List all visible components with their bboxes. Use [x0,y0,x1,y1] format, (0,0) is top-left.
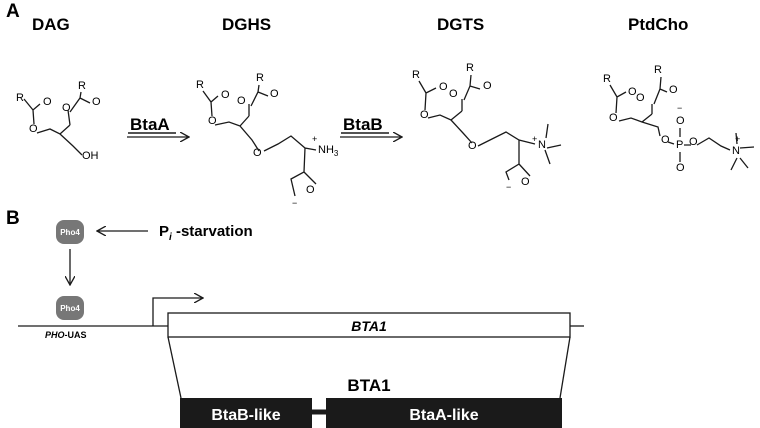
bta1-protein-label: BTA1 [347,376,390,395]
dgts-o3: O [420,109,429,121]
dghs-plus: + [312,134,317,144]
ptdcho-structure: R R O O O O O O O − O P + N [603,64,755,174]
dghs-o6: O [306,184,315,196]
ptdcho-r2: R [654,64,662,76]
dghs-o2: O [270,88,279,100]
ptdcho-p: P [676,139,683,151]
ptdcho-minus: − [677,103,682,113]
btaa-like-domain [326,398,562,428]
dgts-o1: O [439,81,448,93]
btab-like-domain [180,398,312,428]
translation-right-edge [559,336,571,399]
dag-title: DAG [32,15,70,34]
pi-starvation-label: Pi -starvation [159,223,253,243]
dghs-bonds [202,84,317,197]
btab-like-label: BtaB-like [211,407,280,424]
dgts-n: N [538,139,546,151]
dag-r2: R [78,80,86,92]
dghs-o1: O [221,89,230,101]
pho4-bound-label: Pho4 [60,304,80,313]
dgts-title: DGTS [437,15,484,34]
dag-bonds [23,91,91,156]
dgts-o2: O [483,80,492,92]
ptdcho-o8: O [676,162,685,174]
transcription-start-arrow [152,298,203,326]
dag-structure: R R O O O O OH [16,80,101,162]
panel-b-label: B [6,208,20,229]
dgts-o4: O [449,88,458,100]
ptdcho-o1: O [628,86,637,98]
pho-uas-italic: PHO [45,330,65,340]
btaa-like-label: BtaA-like [409,407,478,424]
ptdcho-o6: O [689,136,698,148]
dghs-nh3-sub: 3 [334,149,339,158]
dghs-title: DGHS [222,15,271,34]
dgts-r1: R [412,69,420,81]
dgts-structure: R R O O O O O O − + N [412,62,562,192]
dghs-nh3-n: NH [318,144,334,156]
ptdcho-o7: O [676,115,685,127]
dgts-minus: − [506,182,511,192]
bta1-gene-box [167,312,571,338]
pho4-free-blob [56,220,84,244]
pi-subscript: i [169,232,172,243]
ptdcho-o3: O [609,112,618,124]
dgts-plus: + [532,134,537,144]
dghs-structure: R R O O O O O O − + NH3 [196,72,339,208]
dag-oh: OH [82,150,99,162]
ptdcho-o5: O [661,134,670,146]
ptdcho-title: PtdCho [628,15,688,34]
ptdcho-r1: R [603,73,611,85]
pho-uas-rest: -UAS [65,330,87,340]
dgts-bonds [418,74,562,181]
dghs-r1: R [196,79,204,91]
dghs-o5: O [253,147,262,159]
dghs-o3: O [208,115,217,127]
ptdcho-bonds [609,76,755,171]
dag-o2: O [92,96,101,108]
dghs-r2: R [256,72,264,84]
pi-p: P [159,223,169,240]
dag-o3: O [29,123,38,135]
dgts-o5: O [468,140,477,152]
dghs-nh3: NH3 [318,144,339,158]
ptdcho-o4: O [636,92,645,104]
dgts-o6: O [521,176,530,188]
ptdcho-o2: O [669,84,678,96]
dag-o1: O [43,96,52,108]
pi-starvation-word: -starvation [172,223,253,240]
dag-o4: O [62,102,71,114]
ptdcho-n: N [732,145,740,157]
pho4-free-label: Pho4 [60,228,80,237]
dghs-minus: − [292,198,297,208]
pho-uas-label: PHO-UAS [45,330,87,340]
btaa-label: BtaA [130,115,170,134]
btab-label: BtaB [343,115,383,134]
dgts-r2: R [466,62,474,74]
bta1-gene-label: BTA1 [351,318,387,334]
translation-left-edge [167,336,182,399]
panel-a-label: A [6,1,20,22]
pho4-bound-blob [56,296,84,320]
ptdcho-plus: + [735,134,740,144]
dghs-o4: O [237,95,246,107]
dag-r1: R [16,92,24,104]
